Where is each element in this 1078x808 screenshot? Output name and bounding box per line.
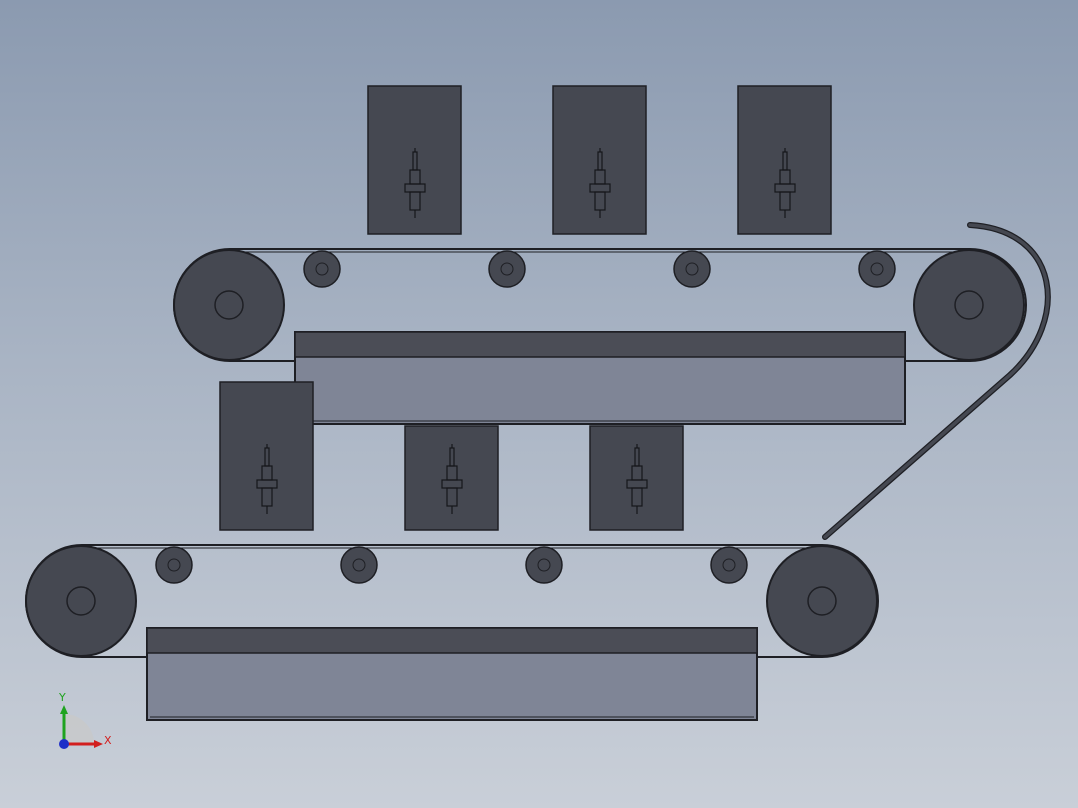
lower-part-block[interactable] (589, 425, 684, 531)
upper-idler-roller[interactable] (303, 250, 341, 288)
spark-plug-icon (774, 148, 796, 218)
upper-idler-roller[interactable] (488, 250, 526, 288)
lower-conveyor-frame[interactable] (146, 627, 758, 721)
spark-plug-icon (626, 444, 648, 514)
upper-part-block[interactable] (367, 85, 462, 235)
upper-left-pulley[interactable] (173, 249, 285, 361)
spark-plug-icon (441, 444, 463, 514)
lower-conveyor[interactable] (25, 544, 879, 721)
axis-y-label: Y (58, 691, 66, 704)
upper-idler-roller[interactable] (673, 250, 711, 288)
lower-idler-roller[interactable] (525, 546, 563, 584)
upper-conveyor[interactable] (173, 248, 1027, 425)
spark-plug-icon (589, 148, 611, 218)
upper-idler-roller[interactable] (858, 250, 896, 288)
spark-plug-icon (256, 444, 278, 514)
lower-idler-roller[interactable] (155, 546, 193, 584)
lower-part-block[interactable] (404, 425, 499, 531)
upper-conveyor-frame[interactable] (294, 331, 906, 425)
spark-plug-icon (404, 148, 426, 218)
axis-triad: Y X (58, 691, 112, 749)
upper-part-block[interactable] (552, 85, 647, 235)
upper-right-pulley[interactable] (913, 249, 1025, 361)
lower-right-pulley[interactable] (766, 545, 878, 657)
upper-part-block[interactable] (737, 85, 832, 235)
lower-left-pulley[interactable] (25, 545, 137, 657)
transfer-chute[interactable] (822, 222, 1051, 540)
lower-idler-roller[interactable] (340, 546, 378, 584)
lower-idler-roller[interactable] (710, 546, 748, 584)
axis-x-label: X (104, 734, 112, 747)
lower-part-block[interactable] (219, 381, 314, 531)
